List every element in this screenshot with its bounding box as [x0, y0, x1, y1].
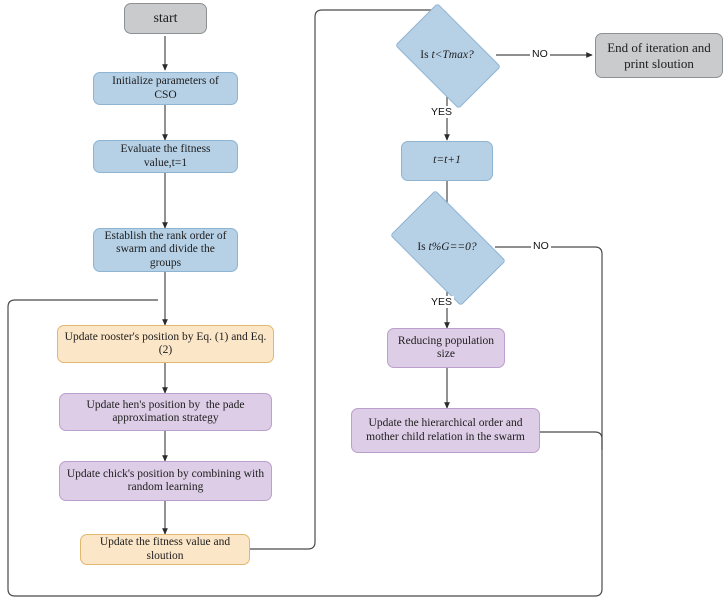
edge-label-mod-no: NO	[531, 240, 551, 252]
edge-hierarchy-to-rail	[540, 431, 603, 450]
node-initialize-parameters-label: Initialize parameters of CSO	[112, 75, 222, 101]
node-start-label: start	[153, 10, 178, 26]
node-reducing-population-size[interactable]: Reducing population size	[387, 328, 505, 368]
decision-mod-prefix: Is	[417, 241, 429, 253]
decision-mod-label: Is t%G==0?	[417, 241, 476, 253]
node-update-chick[interactable]: Update chick's position by combining wit…	[59, 461, 272, 501]
node-update-fitness[interactable]: Update the fitness value and sloution	[80, 534, 250, 565]
decision-is-t-less-than-tmax[interactable]: Is t<Tmax?	[394, 2, 502, 110]
node-update-hierarchy[interactable]: Update the hierarchical order and mother…	[351, 408, 540, 453]
edge-label-tmax-no: NO	[530, 48, 550, 60]
edge-label-tmax-yes: YES	[429, 106, 455, 118]
decision-is-t-mod-g-zero[interactable]: Is t%G==0?	[390, 190, 506, 306]
node-reducing-population-size-label: Reducing population size	[397, 334, 497, 361]
node-update-rooster-label: Update rooster's position by Eq. (1) and…	[64, 330, 267, 357]
decision-tmax-label: Is t<Tmax?	[420, 49, 473, 61]
node-increment-t[interactable]: t=t+1	[401, 141, 493, 181]
node-evaluate-fitness[interactable]: Evaluate the fitness value,t=1	[93, 140, 238, 173]
edge-fitness-to-decision-tmax	[250, 9, 450, 550]
decision-mod-expr: t%G==0?	[428, 241, 477, 253]
node-update-rooster[interactable]: Update rooster's position by Eq. (1) and…	[57, 325, 274, 363]
node-update-chick-label: Update chick's position by combining wit…	[66, 467, 267, 494]
node-establish-rank[interactable]: Establish the rank order of swarm and di…	[93, 228, 238, 272]
decision-tmax-prefix: Is	[420, 49, 432, 61]
edge-label-mod-yes: YES	[429, 296, 455, 308]
node-evaluate-fitness-label: Evaluate the fitness value,t=1	[120, 143, 214, 169]
node-initialize-parameters[interactable]: Initialize parameters of CSO	[93, 72, 238, 105]
node-end-of-iteration-label: End of iteration and print sloution	[607, 39, 715, 71]
decision-tmax-expr: t<Tmax?	[431, 49, 474, 61]
node-update-hen-label: Update hen's position by the pade approx…	[86, 398, 248, 425]
node-establish-rank-label: Establish the rank order of swarm and di…	[104, 229, 230, 269]
node-update-hierarchy-label: Update the hierarchical order and mother…	[366, 417, 526, 443]
node-end-of-iteration[interactable]: End of iteration and print sloution	[595, 33, 723, 78]
node-update-fitness-label: Update the fitness value and sloution	[99, 536, 234, 562]
node-increment-t-label: t=t+1	[433, 154, 461, 167]
node-start[interactable]: start	[124, 3, 207, 34]
node-update-hen[interactable]: Update hen's position by the pade approx…	[59, 393, 272, 431]
